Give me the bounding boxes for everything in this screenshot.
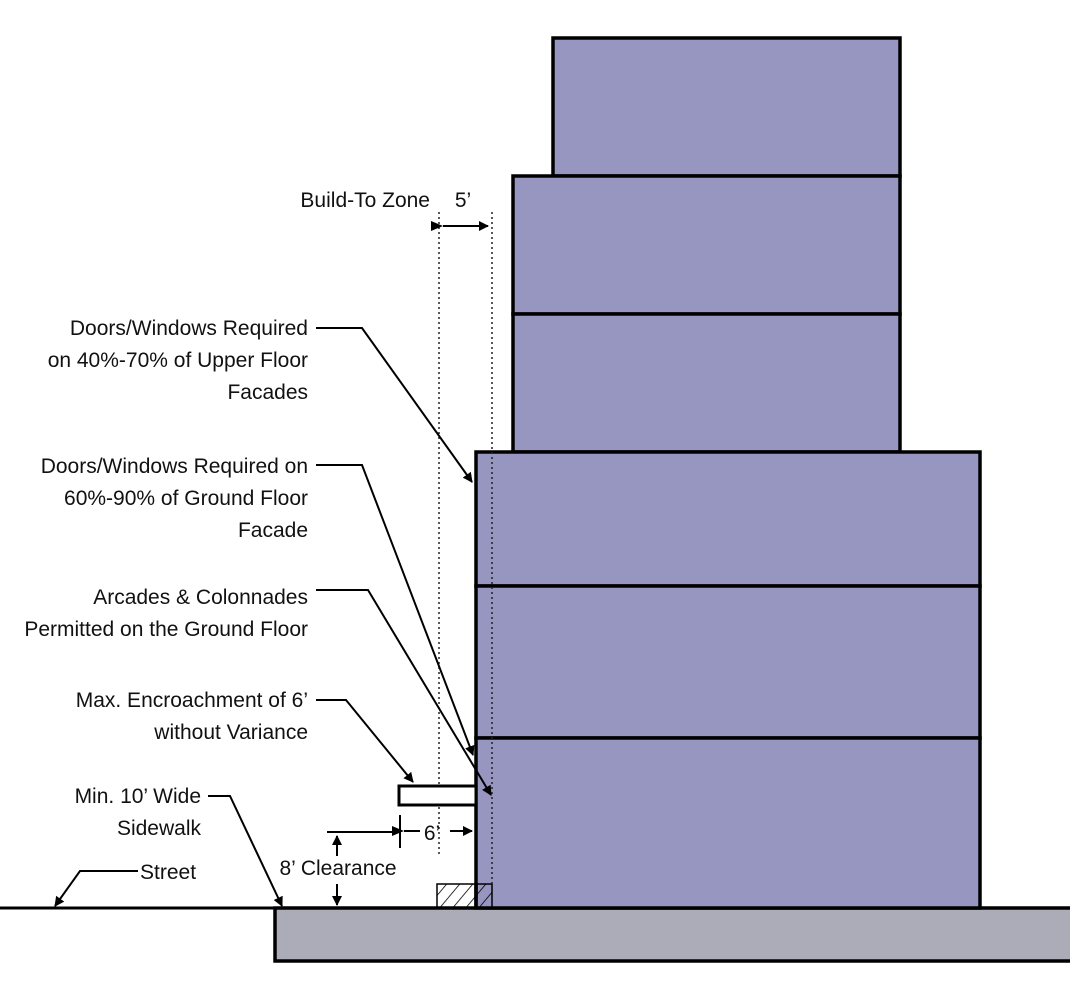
callout-ground-floor: Doors/Windows Required on 60%-90% of Gro… [41, 455, 475, 756]
callout-upper-floor: Doors/Windows Required on 40%-70% of Upp… [48, 317, 473, 483]
building-tier-upper-1 [511, 312, 902, 454]
callout-arcades: Arcades & Colonnades Permitted on the Gr… [24, 586, 492, 796]
encroachment-value: 6’ [424, 822, 440, 845]
callout-street: Street [54, 861, 196, 907]
build-to-zone-hatch [436, 883, 493, 909]
svg-text:Street: Street [140, 861, 196, 884]
svg-text:Permitted on the Ground Floor: Permitted on the Ground Floor [24, 618, 308, 641]
callout-encroachment: Max. Encroachment of 6’ without Variance [76, 689, 414, 783]
clearance-label: 8’ Clearance [279, 857, 396, 880]
svg-text:Facade: Facade [238, 519, 308, 542]
encroachment-canopy [397, 784, 478, 807]
sidewalk-slab [273, 906, 1070, 963]
svg-text:Arcades & Colonnades: Arcades & Colonnades [93, 586, 308, 609]
build-to-zone-label: Build-To Zone [300, 189, 430, 212]
building-tier-ground-1 [474, 736, 982, 910]
building [474, 36, 982, 910]
svg-text:Doors/Windows Required on: Doors/Windows Required on [41, 455, 308, 478]
build-to-zone-value: 5’ [455, 189, 471, 212]
callout-sidewalk: Min. 10’ Wide Sidewalk [75, 785, 283, 907]
svg-text:Facades: Facades [227, 381, 308, 404]
building-tier-upper-2 [511, 174, 902, 316]
building-tier-top [551, 36, 902, 178]
building-tier-ground-3 [474, 450, 982, 588]
building-tier-ground-2 [474, 584, 982, 740]
svg-text:Doors/Windows Required: Doors/Windows Required [70, 317, 308, 340]
svg-text:Sidewalk: Sidewalk [117, 817, 202, 840]
svg-text:60%-90% of Ground Floor: 60%-90% of Ground Floor [64, 487, 308, 510]
svg-text:Min. 10’ Wide: Min. 10’ Wide [75, 785, 201, 808]
svg-text:Max. Encroachment of 6’: Max. Encroachment of 6’ [76, 689, 308, 712]
svg-text:without Variance: without Variance [153, 721, 308, 744]
svg-text:on 40%-70% of Upper Floor: on 40%-70% of Upper Floor [48, 349, 308, 372]
